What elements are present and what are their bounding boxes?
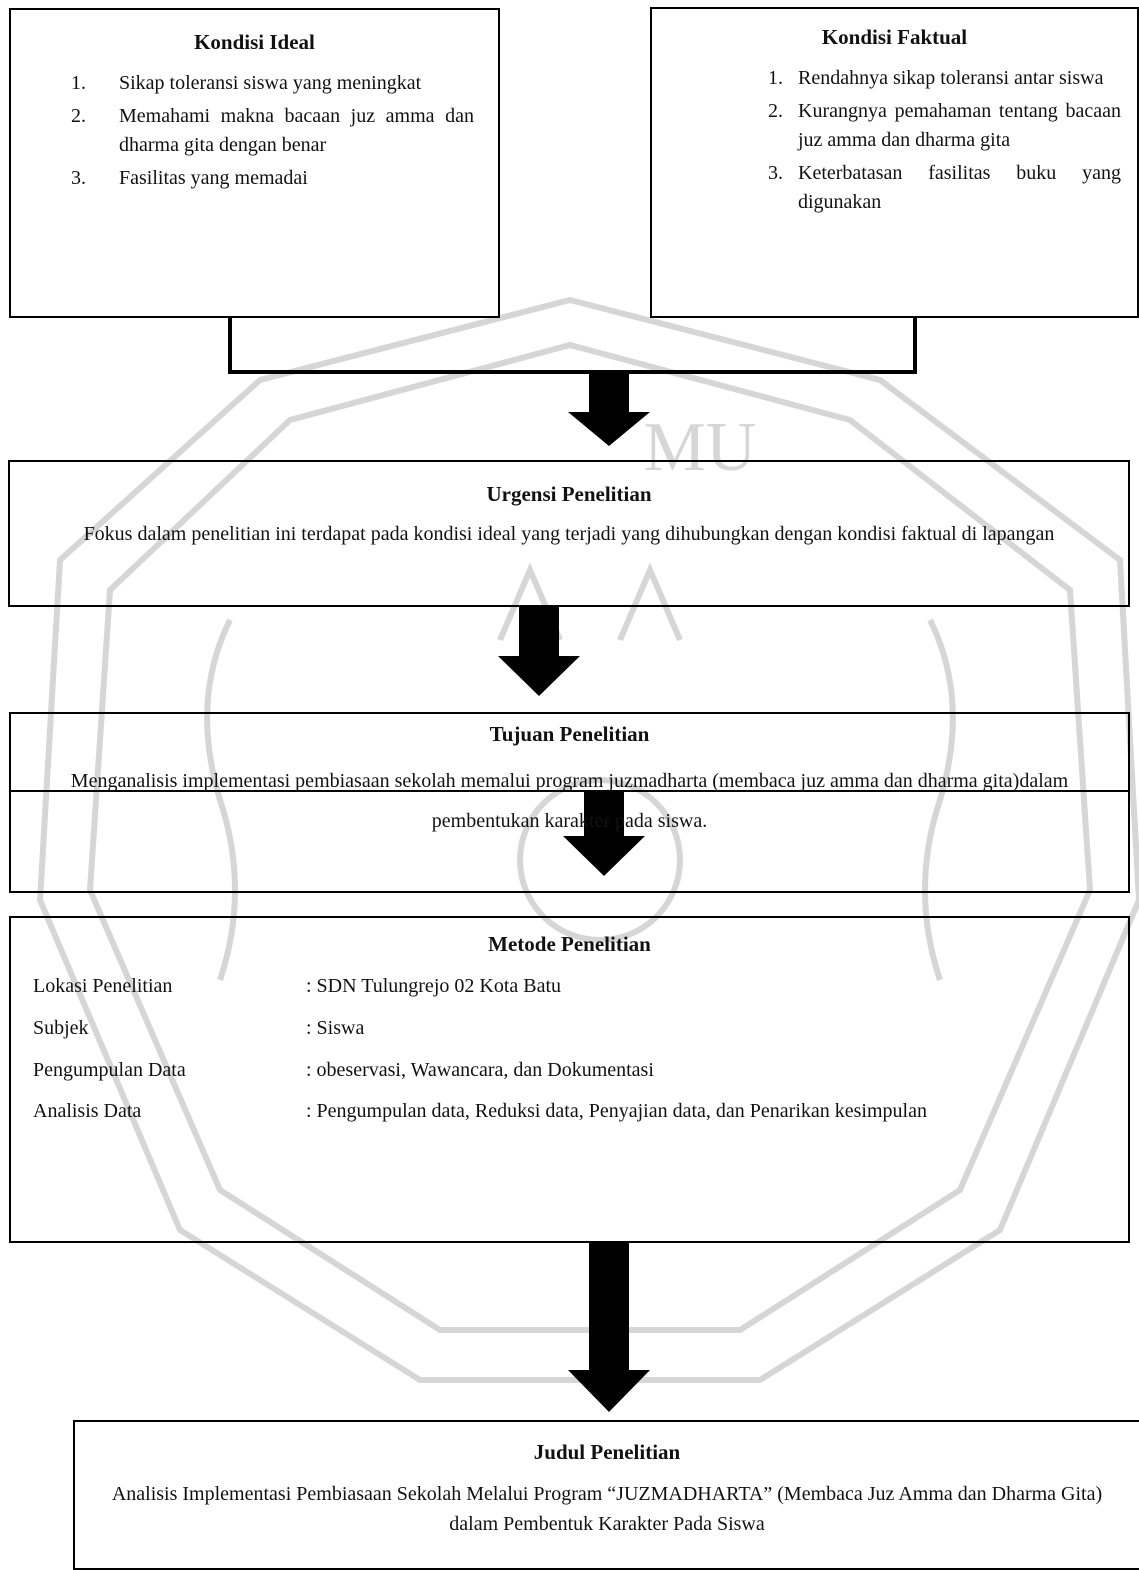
urgensi-text: Fokus dalam penelitian ini terdapat pada… — [83, 523, 1055, 545]
kondisi-ideal-list: 1.Sikap toleransi siswa yang meningkat 2… — [49, 69, 474, 193]
metode-row: Lokasi Penelitian : SDN Tulungrejo 02 Ko… — [33, 974, 562, 997]
metode-row: Analisis Data : Pengumpulan data, Reduks… — [33, 1100, 927, 1122]
tujuan-box-content: Tujuan Penelitian Menganalisis implement… — [9, 712, 1130, 893]
tujuan-text: Menganalisis implementasi pembiasaan sek… — [70, 770, 1069, 832]
urgensi-title: Urgensi Penelitian — [486, 482, 652, 506]
connector-line — [228, 318, 917, 374]
arrow-down-icon — [498, 606, 580, 696]
tujuan-title: Tujuan Penelitian — [489, 722, 650, 746]
judul-title: Judul Penelitian — [533, 1440, 681, 1464]
kondisi-faktual-title: Kondisi Faktual — [821, 25, 968, 49]
arrow-down-icon — [563, 790, 645, 876]
list-item: 2.Memahami makna bacaan juz amma dan dha… — [71, 105, 474, 156]
metode-row: Subjek : Siswa — [33, 1016, 365, 1039]
kondisi-ideal-title: Kondisi Ideal — [194, 30, 315, 54]
arrow-down-icon — [568, 370, 650, 446]
kondisi-ideal-box: Kondisi Ideal 1.Sikap toleransi siswa ya… — [9, 8, 500, 318]
list-item: 1.Sikap toleransi siswa yang meningkat — [71, 72, 422, 94]
list-item: 3.Fasilitas yang memadai — [71, 167, 308, 189]
metode-table: Lokasi Penelitian : SDN Tulungrejo 02 Ko… — [11, 965, 1128, 1132]
list-item: 1.Rendahnya sikap toleransi antar siswa — [768, 67, 1104, 89]
list-item: 3.Keterbatasan fasilitas buku yang digun… — [768, 162, 1121, 213]
metode-box: Metode Penelitian Lokasi Penelitian : SD… — [9, 916, 1130, 1243]
kondisi-faktual-list: 1.Rendahnya sikap toleransi antar siswa … — [732, 64, 1121, 217]
urgensi-box: Urgensi Penelitian Fokus dalam penelitia… — [8, 460, 1130, 607]
kondisi-faktual-box: Kondisi Faktual 1.Rendahnya sikap tolera… — [650, 7, 1139, 318]
metode-title: Metode Penelitian — [488, 932, 651, 956]
judul-text: Analisis Implementasi Pembiasaan Sekolah… — [111, 1483, 1103, 1535]
arrow-down-icon — [568, 1242, 650, 1412]
list-item: 2.Kurangnya pemahaman tentang bacaan juz… — [768, 100, 1121, 151]
judul-box: Judul Penelitian Analisis Implementasi P… — [73, 1420, 1139, 1570]
metode-row: Pengumpulan Data : obeservasi, Wawancara… — [33, 1058, 654, 1081]
